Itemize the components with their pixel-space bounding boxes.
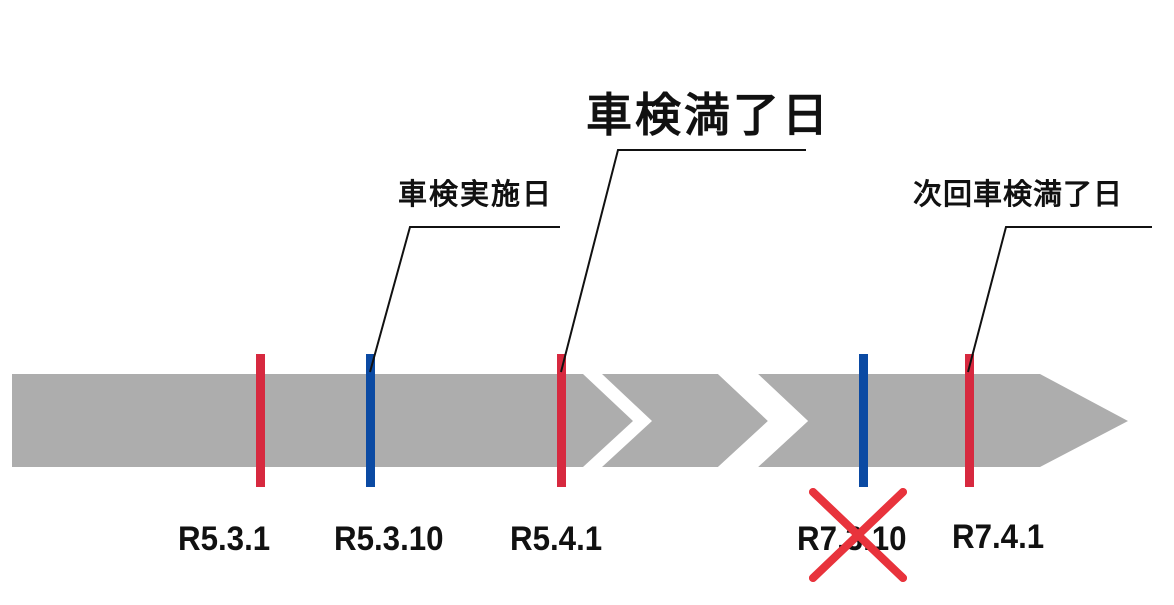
leader-line-inspection: [369, 226, 560, 373]
marker-r7-4-1: [965, 354, 974, 487]
leader-line-next-expiry: [967, 226, 1152, 373]
date-label-r7-4-1: R7.4.1: [952, 518, 1045, 556]
date-label-r5-4-1: R5.4.1: [510, 520, 603, 558]
chevron-gap-1: [583, 374, 652, 467]
chevron-gap-2: [718, 374, 808, 467]
marker-r5-4-1: [557, 354, 566, 487]
date-label-r5-3-10: R5.3.10: [334, 520, 444, 558]
callout-inspection-date: 車検実施日: [398, 177, 554, 211]
timeline-arrow-segment-1: [12, 374, 650, 467]
marker-r5-3-1: [256, 354, 265, 487]
callout-expiry-date: 車検満了日: [586, 88, 831, 142]
leader-line-expiry: [560, 149, 806, 373]
date-label-r7-3-10: R7.3.10: [797, 520, 907, 558]
marker-r5-3-10: [366, 354, 375, 487]
callout-next-expiry-date: 次回車検満了日: [913, 177, 1124, 211]
marker-r7-3-10: [859, 354, 868, 487]
date-label-r5-3-1: R5.3.1: [178, 520, 271, 558]
timeline-arrow-segment-2: [600, 374, 768, 467]
timeline-arrow-segment-3: [758, 374, 1128, 467]
